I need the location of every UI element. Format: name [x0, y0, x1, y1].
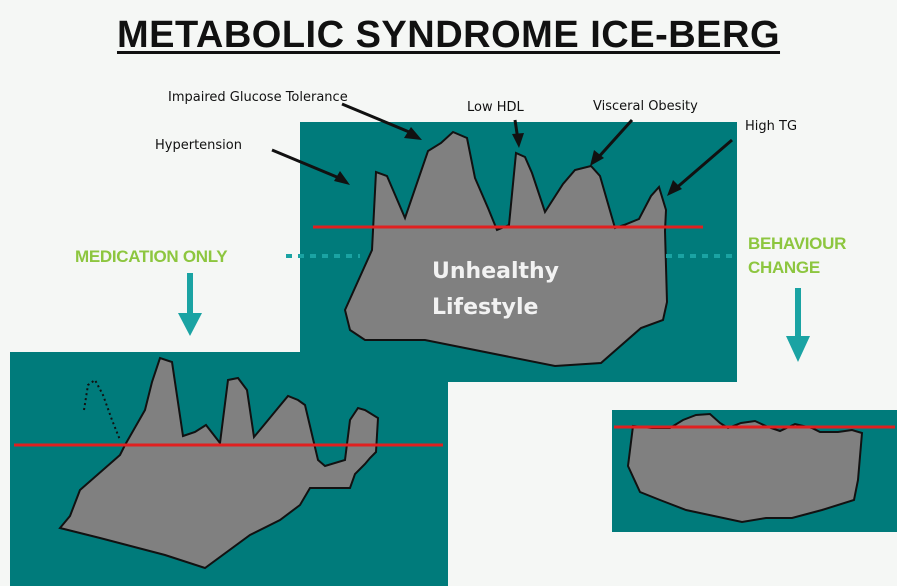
label-unhealthy-lifestyle: Unhealthy Lifestyle: [432, 254, 559, 326]
label-impaired-glucose-tolerance: Impaired Glucose Tolerance: [168, 90, 348, 105]
core-line2: Lifestyle: [432, 290, 559, 326]
label-visceral-obesity: Visceral Obesity: [593, 99, 698, 114]
label-behaviour-line2: CHANGE: [748, 256, 846, 280]
label-medication-only: MEDICATION ONLY: [75, 245, 227, 269]
label-hypertension: Hypertension: [155, 138, 242, 153]
down-arrow-right-icon: [786, 288, 810, 362]
label-behaviour-line1: BEHAVIOUR: [748, 232, 846, 256]
core-line1: Unhealthy: [432, 254, 559, 290]
label-high-tg: High TG: [745, 119, 797, 134]
down-arrow-left-icon: [178, 273, 202, 336]
label-low-hdl: Low HDL: [467, 100, 524, 115]
label-behaviour-change: BEHAVIOUR CHANGE: [748, 232, 846, 280]
page-title: METABOLIC SYNDROME ICE-BERG: [0, 14, 897, 57]
